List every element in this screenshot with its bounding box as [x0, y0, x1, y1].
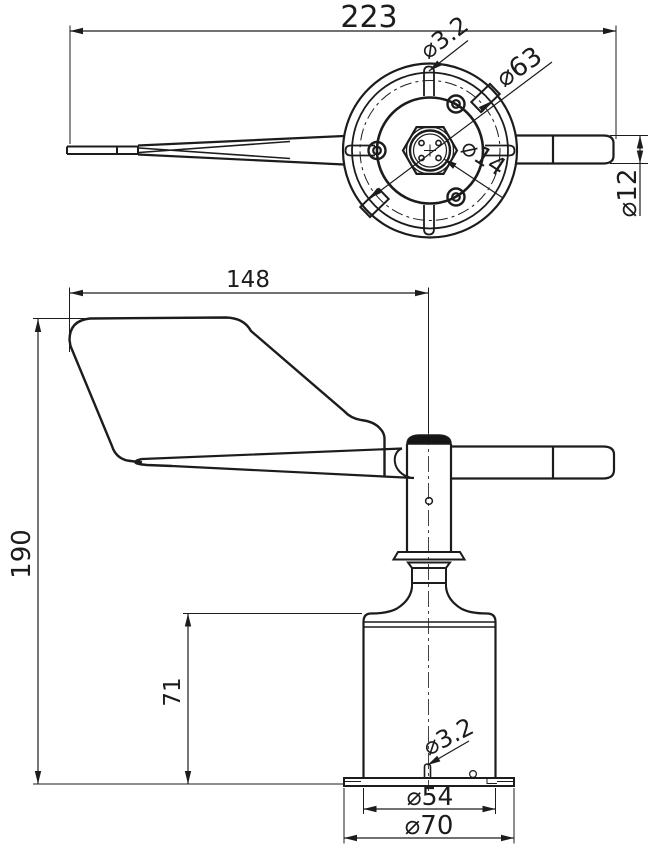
dim-label-connector-diameter: ⌀14 [456, 132, 511, 182]
connector [401, 125, 459, 175]
wind-vane-fin [68, 316, 386, 476]
radial-slots [344, 65, 516, 236]
bayonet-tab-ne [469, 82, 502, 114]
dim-overall-width: 223 [69, 0, 617, 144]
dim-vane-length: 148 [69, 267, 428, 352]
bolt-circle-centerline [359, 80, 501, 221]
dim-label-rod-diameter: ⌀12 [613, 169, 643, 218]
dim-label-body-height: 71 [160, 677, 186, 706]
counterweight-rod-side [451, 445, 616, 480]
vane-arm [134, 447, 415, 480]
vane-top-view [66, 134, 345, 166]
top-view: 223 ⌀12 ⌀3.2 ⌀63 ⌀14 [66, 0, 648, 239]
shaft-and-bell [362, 551, 497, 628]
cylinder-body [362, 622, 497, 778]
hub-set-screw [424, 496, 434, 506]
dim-label-total-height: 190 [7, 529, 37, 579]
counterweight-rod-top [515, 134, 615, 165]
dim-label-flange-diameter: ⌀70 [405, 811, 454, 841]
dim-label-vane-length: 148 [226, 267, 270, 293]
dim-bolt-circle: ⌀63 [365, 41, 553, 202]
dim-label-overall-width: 223 [340, 0, 397, 35]
dim-base-hole: ⌀3.2 [419, 712, 479, 766]
dim-flange-diameter: ⌀70 [343, 788, 515, 844]
mounting-flange [343, 763, 515, 787]
dim-body-diameter: ⌀54 [363, 782, 496, 814]
dim-label-body-diameter: ⌀54 [407, 782, 454, 811]
flange-hole [423, 763, 432, 778]
dim-label-slot-hole: ⌀3.2 [415, 11, 474, 65]
dim-total-height: 190 [7, 318, 344, 785]
sensor-body-top [341, 62, 519, 239]
side-view: 148 190 71 ⌀54 [7, 267, 616, 844]
screw-holes [367, 94, 466, 207]
dim-label-base-hole: ⌀3.2 [419, 712, 479, 761]
dim-slot-hole: ⌀3.2 [415, 11, 474, 72]
dim-body-height: 71 [160, 613, 362, 784]
flange-hole-2 [469, 769, 478, 778]
hub [405, 434, 453, 552]
dim-rod-diameter: ⌀12 [610, 135, 648, 218]
